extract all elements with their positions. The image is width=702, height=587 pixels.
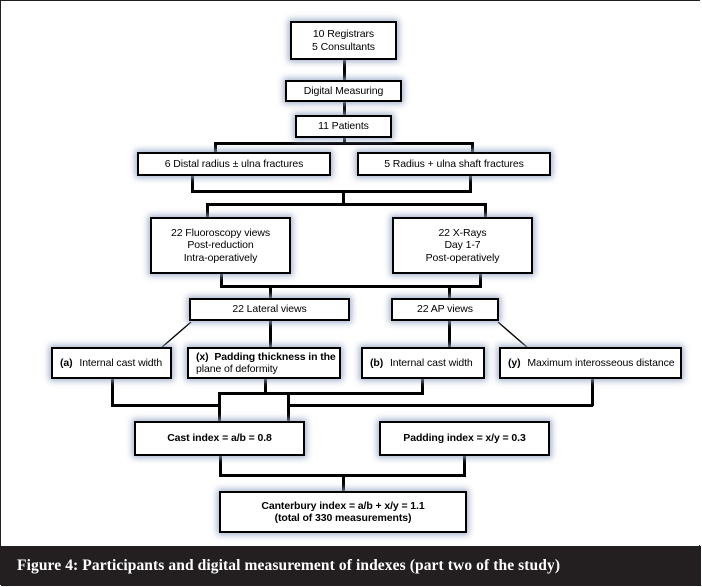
connector-to-lateral-views	[269, 285, 272, 299]
connector-lateral-to-cast-width-diagonal	[160, 321, 192, 349]
node-xrays-line3: Post-operatively	[425, 251, 500, 264]
node-lateral-views-label: 22 Lateral views	[232, 303, 307, 316]
connector-measure-a-bus	[111, 404, 218, 407]
node-cast-index-label: Cast index = a/b = 0.8	[167, 432, 272, 445]
node-fluoroscopy[interactable]: 22 Fluoroscopy views Post-reduction Intr…	[150, 217, 291, 274]
connector-to-canterbury-index	[342, 474, 345, 492]
node-measure-a-label: (a)	[60, 356, 73, 369]
node-measure-x-padding-thickness[interactable]: (x) Padding thickness in the plane of de…	[187, 347, 341, 379]
node-xrays[interactable]: 22 X-Rays Day 1-7 Post-operatively	[392, 217, 533, 274]
connector-digital-to-patients	[343, 101, 346, 116]
node-participants-line2: 5 Consultants	[312, 40, 375, 53]
node-canterbury-index-line2: (total of 330 measurements)	[274, 512, 412, 524]
connector-measure-a-down	[111, 379, 114, 406]
flowchart-canvas: 10 Registrars 5 Consultants Digital Meas…	[1, 1, 701, 545]
node-padding-index-label: Padding index = x/y = 0.3	[403, 432, 526, 445]
connector-cast-index-down	[219, 456, 222, 476]
node-patients-label: 11 Patients	[318, 120, 369, 133]
connector-to-padding-index	[287, 392, 290, 422]
node-fluoroscopy-line2: Post-reduction	[187, 239, 254, 252]
node-distal-radius-label: 6 Distal radius ± ulna fractures	[164, 157, 304, 170]
connector-to-distal-radius	[214, 142, 217, 153]
connector-participants-to-digital	[343, 59, 346, 81]
connector-patients-stem	[343, 138, 346, 144]
node-lateral-views[interactable]: 22 Lateral views	[189, 298, 350, 321]
connector-ap-to-internal-cast-width	[448, 321, 451, 348]
connector-to-ap-views	[448, 285, 451, 299]
node-participants-line1: 10 Registrars	[312, 28, 375, 40]
node-digital-measuring-label: Digital Measuring	[303, 84, 384, 97]
node-cast-index[interactable]: Cast index = a/b = 0.8	[134, 421, 305, 456]
connector-measure-x-down	[264, 379, 267, 394]
connector-patients-bus	[214, 142, 474, 145]
connector-to-radius-ulna-shaft	[471, 142, 474, 153]
node-measure-b-label: (b)	[370, 356, 384, 369]
node-ap-views[interactable]: 22 AP views	[391, 298, 499, 321]
connector-xrays-down	[479, 273, 482, 287]
node-measure-x-label: (x)	[196, 350, 209, 363]
connector-ap-to-interosseous-diagonal	[497, 321, 529, 349]
node-measure-x-text2: plane of deformity	[196, 363, 278, 375]
node-xrays-line1: 22 X-Rays	[438, 226, 487, 239]
node-measure-b-internal-cast-width[interactable]: (b) Internal cast width	[361, 347, 485, 379]
node-ap-views-label: 22 AP views	[417, 303, 473, 316]
connector-fluoroscopy-down	[220, 273, 223, 287]
connector-measure-y-down	[591, 379, 594, 406]
node-measure-y-text: Maximum interosseous distance	[527, 356, 675, 369]
node-padding-index[interactable]: Padding index = x/y = 0.3	[379, 421, 550, 456]
connector-level5-split-bus	[206, 203, 486, 206]
connector-radius-ulna-down	[469, 175, 472, 192]
node-digital-measuring[interactable]: Digital Measuring	[285, 80, 402, 102]
node-fluoroscopy-line1: 22 Fluoroscopy views	[171, 226, 270, 239]
node-radius-ulna-shaft-label: 5 Radius + ulna shaft fractures	[384, 157, 524, 170]
node-measure-y-label: (y)	[508, 356, 521, 369]
node-measure-a-internal-cast-width[interactable]: (a) Internal cast width	[51, 347, 172, 379]
connector-level4-merge-stem	[342, 190, 345, 205]
node-canterbury-index-line1: Canterbury index = a/b + x/y = 1.1	[261, 499, 425, 512]
connector-to-xrays	[484, 203, 487, 218]
figure-caption-text: Figure 4: Participants and digital measu…	[17, 557, 561, 574]
connector-measure-b-down	[421, 379, 424, 394]
connector-measure-b-bus	[218, 392, 424, 395]
connector-padding-index-down	[463, 456, 466, 476]
node-xrays-line2: Day 1-7	[444, 239, 481, 252]
connector-to-cast-index	[218, 392, 221, 422]
node-patients[interactable]: 11 Patients	[295, 115, 392, 138]
connector-measure-x-bus	[264, 392, 287, 395]
connector-level4-merge-bus	[191, 190, 472, 193]
connector-level6-bus	[220, 285, 482, 288]
node-radius-ulna-shaft[interactable]: 5 Radius + ulna shaft fractures	[357, 152, 551, 176]
connector-to-fluoroscopy	[206, 203, 209, 218]
node-measure-b-text: Internal cast width	[389, 356, 473, 369]
node-measure-x-text: Padding thickness in the	[214, 350, 336, 363]
connector-measure-y-bus	[287, 404, 593, 407]
connector-distal-radius-down	[191, 175, 194, 192]
figure-caption-bar: Figure 4: Participants and digital measu…	[1, 546, 701, 586]
node-measure-a-text: Internal cast width	[79, 356, 163, 369]
node-fluoroscopy-line3: Intra-operatively	[183, 251, 258, 264]
connector-lateral-to-padding	[269, 321, 272, 348]
node-distal-radius[interactable]: 6 Distal radius ± ulna fractures	[137, 152, 331, 176]
node-measure-y-interosseous-distance[interactable]: (y) Maximum interosseous distance	[499, 347, 682, 379]
node-participants[interactable]: 10 Registrars 5 Consultants	[290, 21, 397, 60]
node-canterbury-index[interactable]: Canterbury index = a/b + x/y = 1.1 (tota…	[219, 491, 467, 533]
